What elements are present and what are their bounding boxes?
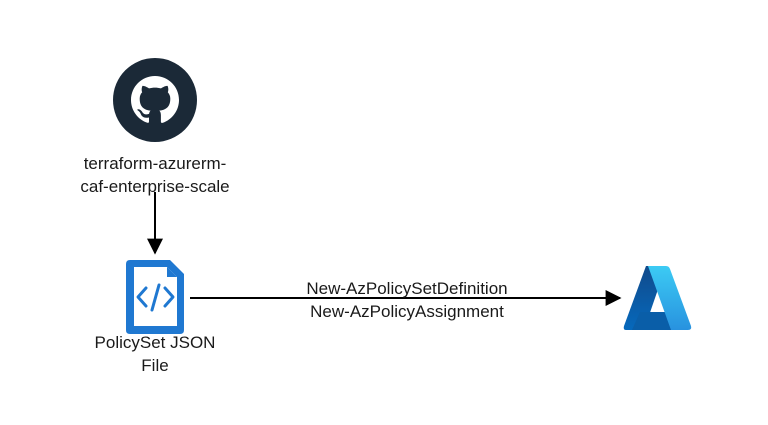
azure-logo-icon [623,266,692,330]
edge-label-line-1: New-AzPolicySetDefinition [306,279,508,298]
policyset-file-label-line-2: File [141,356,169,375]
policyset-file-label-line-1: PolicySet JSON [94,333,216,352]
edge-label-powershell-commands: New-AzPolicySetDefinition New-AzPolicyAs… [257,277,557,323]
github-icon [113,58,197,142]
code-file-icon [126,260,184,334]
github-repo-label-line-1: terraform-azurerm- [83,154,227,173]
edge-label-line-2: New-AzPolicyAssignment [310,302,504,321]
github-repo-label-line-2: caf-enterprise-scale [80,177,230,196]
github-repo-label: terraform-azurerm- caf-enterprise-scale [50,152,260,198]
policyset-file-label: PolicySet JSON File [60,331,250,377]
